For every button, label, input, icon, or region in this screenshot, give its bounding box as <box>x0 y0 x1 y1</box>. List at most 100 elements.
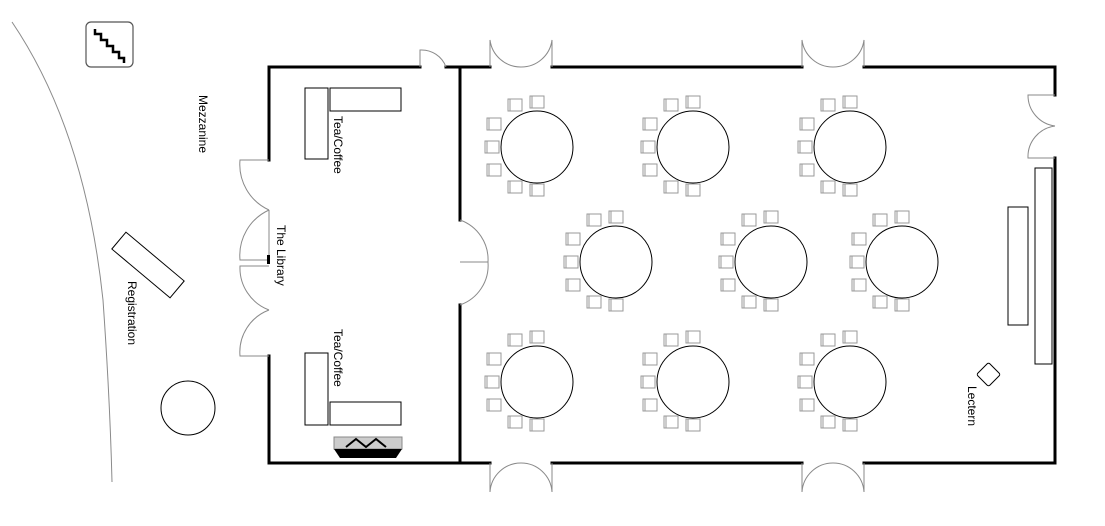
lectern[interactable] <box>976 362 1001 387</box>
chair[interactable] <box>894 210 910 224</box>
round-table-group <box>797 95 887 197</box>
chair[interactable] <box>685 418 701 432</box>
chair[interactable] <box>529 418 545 432</box>
chair[interactable] <box>851 278 867 292</box>
round-table[interactable] <box>813 110 887 184</box>
chair[interactable] <box>872 295 888 309</box>
chair[interactable] <box>842 95 858 109</box>
chair[interactable] <box>797 375 813 389</box>
chair[interactable] <box>486 352 502 366</box>
stairs-icon[interactable] <box>85 21 134 68</box>
chair[interactable] <box>529 330 545 344</box>
library-left-doors[interactable] <box>239 159 270 357</box>
stage[interactable] <box>1034 167 1053 365</box>
round-table[interactable] <box>500 345 574 419</box>
chair[interactable] <box>640 140 656 154</box>
chair[interactable] <box>685 330 701 344</box>
chair[interactable] <box>799 163 815 177</box>
connecting-double-door[interactable] <box>459 219 489 306</box>
chair[interactable] <box>663 415 679 429</box>
chair[interactable] <box>872 213 888 227</box>
chair[interactable] <box>851 232 867 246</box>
ballroom-bottom-door-1[interactable] <box>489 462 553 493</box>
chair[interactable] <box>507 333 523 347</box>
chair[interactable] <box>663 333 679 347</box>
top-table[interactable] <box>1007 206 1029 326</box>
round-table[interactable] <box>865 225 939 299</box>
ballroom-top-door-2[interactable] <box>801 39 865 68</box>
round-table[interactable] <box>500 110 574 184</box>
chair[interactable] <box>685 183 701 197</box>
library-top-door[interactable] <box>419 49 447 68</box>
chair[interactable] <box>797 140 813 154</box>
round-table[interactable] <box>579 225 653 299</box>
chair[interactable] <box>842 418 858 432</box>
chair[interactable] <box>565 278 581 292</box>
tea-coffee-top-label: Tea/Coffee <box>331 116 345 174</box>
chair[interactable] <box>608 210 624 224</box>
chair[interactable] <box>484 140 500 154</box>
chair[interactable] <box>820 415 836 429</box>
chair[interactable] <box>763 210 779 224</box>
lectern-label: Lectern <box>965 386 979 426</box>
chair[interactable] <box>685 95 701 109</box>
chair[interactable] <box>529 95 545 109</box>
tea-coffee-station-bottom[interactable] <box>304 352 402 426</box>
chair[interactable] <box>820 180 836 194</box>
chair[interactable] <box>486 163 502 177</box>
chair[interactable] <box>507 180 523 194</box>
chair[interactable] <box>799 352 815 366</box>
chair[interactable] <box>842 183 858 197</box>
chair[interactable] <box>720 278 736 292</box>
chair[interactable] <box>720 232 736 246</box>
chair[interactable] <box>663 98 679 112</box>
ballroom-right-door[interactable] <box>1027 94 1056 159</box>
chair[interactable] <box>642 163 658 177</box>
registration-label: Registration <box>125 281 139 345</box>
chair[interactable] <box>894 298 910 312</box>
chair[interactable] <box>799 398 815 412</box>
chair[interactable] <box>642 352 658 366</box>
fireplace-icon <box>333 436 403 458</box>
chair[interactable] <box>586 295 602 309</box>
chair[interactable] <box>741 213 757 227</box>
chair[interactable] <box>642 398 658 412</box>
chair[interactable] <box>820 333 836 347</box>
tea-coffee-bottom-label: Tea/Coffee <box>331 329 345 387</box>
round-table[interactable] <box>734 225 808 299</box>
chair[interactable] <box>507 415 523 429</box>
round-table[interactable] <box>813 345 887 419</box>
chair[interactable] <box>663 180 679 194</box>
round-table[interactable] <box>656 110 730 184</box>
registration-round-table[interactable] <box>160 380 216 436</box>
round-table-group <box>718 210 808 312</box>
chair[interactable] <box>820 98 836 112</box>
chair[interactable] <box>741 295 757 309</box>
chair[interactable] <box>842 330 858 344</box>
chair[interactable] <box>763 298 779 312</box>
chair[interactable] <box>565 232 581 246</box>
chair[interactable] <box>640 375 656 389</box>
chair[interactable] <box>507 98 523 112</box>
library-door-stop <box>267 255 270 264</box>
chair[interactable] <box>484 375 500 389</box>
round-table[interactable] <box>656 345 730 419</box>
chair[interactable] <box>718 255 734 269</box>
ballroom-top-door-1[interactable] <box>489 39 553 68</box>
chair[interactable] <box>563 255 579 269</box>
chair[interactable] <box>608 298 624 312</box>
library-walls <box>267 65 462 465</box>
chair[interactable] <box>586 213 602 227</box>
ballroom-walls <box>458 65 1057 465</box>
chair[interactable] <box>486 117 502 131</box>
chair[interactable] <box>529 183 545 197</box>
chair[interactable] <box>642 117 658 131</box>
round-table-group <box>640 95 730 197</box>
chair[interactable] <box>486 398 502 412</box>
ballroom-bottom-door-2[interactable] <box>801 462 865 493</box>
tea-coffee-station-top[interactable] <box>304 87 402 160</box>
chair[interactable] <box>799 117 815 131</box>
registration-desk[interactable] <box>111 231 185 299</box>
chair[interactable] <box>849 255 865 269</box>
